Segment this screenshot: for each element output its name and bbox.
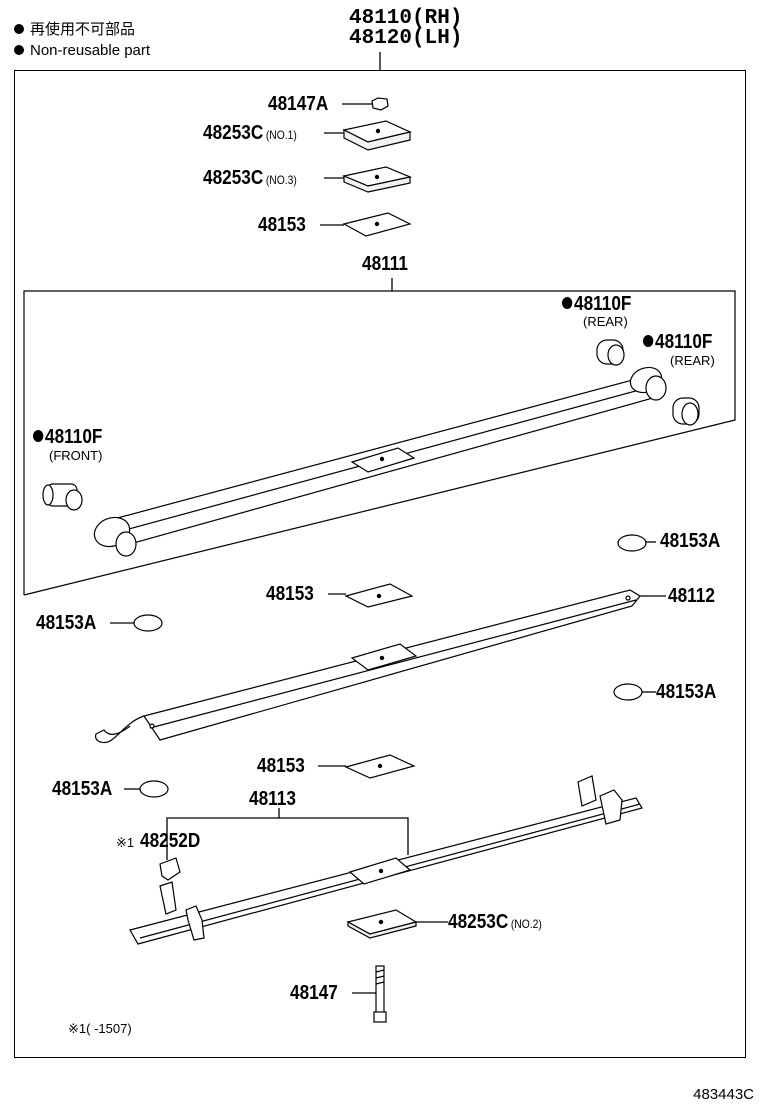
bullet-icon bbox=[33, 430, 44, 442]
leaf-48112 bbox=[95, 589, 641, 744]
pad-48153a-2 bbox=[133, 614, 163, 632]
bushing-front bbox=[42, 483, 83, 511]
legend-english: Non-reusable part bbox=[14, 42, 150, 60]
label-48110f-front: 48110F bbox=[33, 426, 102, 448]
label-48153a-right: 48153A bbox=[656, 681, 717, 703]
bullet-icon bbox=[643, 335, 654, 347]
label-rear-1: (REAR) bbox=[583, 314, 628, 329]
bullet-icon bbox=[562, 297, 573, 309]
label-48147a: 48147A bbox=[268, 93, 329, 115]
label-48153-low: 48153 bbox=[257, 755, 305, 777]
nut-48147a bbox=[371, 97, 389, 111]
label-front: (FRONT) bbox=[49, 448, 103, 463]
bullet-icon bbox=[14, 24, 24, 34]
label-48113: 48113 bbox=[249, 788, 296, 810]
label-48253c-no3: 48253C(NO.3) bbox=[203, 167, 297, 189]
bullet-icon bbox=[14, 45, 24, 55]
leaf-48113 bbox=[129, 775, 643, 945]
clip-48252d bbox=[159, 857, 181, 881]
assembly-lh-label: 48120(LH) bbox=[349, 27, 463, 50]
note-mark: ※1 bbox=[116, 835, 135, 850]
diagram-reference: 483443C bbox=[693, 1086, 754, 1103]
label-48153a-1: 48153A bbox=[660, 530, 721, 552]
pad-48153a-3 bbox=[613, 683, 643, 701]
label-48153-mid: 48153 bbox=[266, 583, 314, 605]
bushing-rear-2 bbox=[672, 397, 700, 426]
bushing-rear-1 bbox=[596, 339, 625, 366]
label-48111: 48111 bbox=[362, 253, 408, 275]
label-48253c-no1: 48253C(NO.1) bbox=[203, 122, 297, 144]
label-48147: 48147 bbox=[290, 982, 338, 1004]
label-48252d: 48252D bbox=[140, 830, 201, 852]
legend-japanese: 再使用不可部品 bbox=[14, 21, 135, 39]
label-48110f-rear-2: 48110F bbox=[643, 331, 712, 353]
pad-48153a-1 bbox=[617, 534, 647, 552]
pad-48153a-4 bbox=[139, 780, 169, 798]
assembly-frame bbox=[14, 70, 746, 1058]
assembly-rh-label: 48110(RH) bbox=[349, 7, 463, 30]
label-48153a-left: 48153A bbox=[36, 612, 97, 634]
label-48153-top: 48153 bbox=[258, 214, 306, 236]
label-48112: 48112 bbox=[668, 585, 715, 607]
footnote: ※1( -1507) bbox=[68, 1021, 132, 1036]
label-rear-2: (REAR) bbox=[670, 353, 715, 368]
label-48153a-low: 48153A bbox=[52, 778, 113, 800]
bolt-48147 bbox=[373, 965, 387, 1023]
label-48253c-no2: 48253C(NO.2) bbox=[448, 911, 542, 933]
label-48110f-rear-1: 48110F bbox=[562, 293, 631, 315]
main-leaf-48111 bbox=[93, 366, 667, 557]
